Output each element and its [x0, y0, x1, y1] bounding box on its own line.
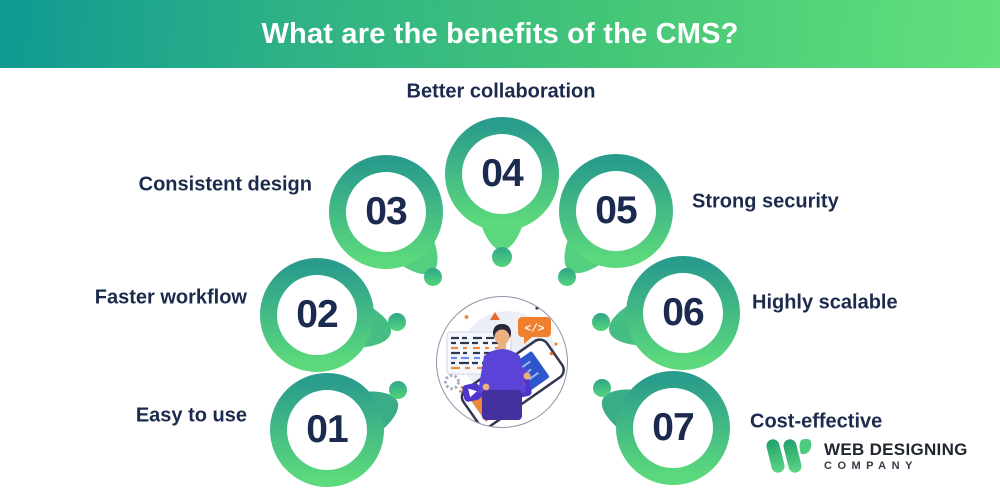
benefit-number: 06	[662, 291, 704, 334]
w-logo-icon	[766, 438, 812, 473]
benefit-pin-02: 02	[237, 235, 397, 395]
benefit-pin-05: 05	[536, 131, 696, 291]
code-bubble-icon: </>	[518, 317, 551, 344]
benefit-number: 03	[365, 190, 407, 233]
play-button-icon	[462, 383, 481, 402]
connector-dot-02	[388, 313, 406, 331]
logo-name: WEB DESIGNING	[824, 440, 968, 460]
benefit-number: 07	[652, 406, 694, 449]
pin-icon	[559, 154, 673, 274]
connector-dot-07	[593, 379, 611, 397]
benefit-number: 05	[595, 189, 637, 232]
benefit-label-faster-workflow: Faster workflow	[94, 286, 247, 309]
benefit-number: 01	[306, 408, 348, 451]
connector-dot-06	[592, 313, 610, 331]
benefit-pin-06: 06	[603, 233, 763, 393]
pin-icon	[329, 155, 443, 275]
benefit-label-highly-scalable: Highly scalable	[752, 291, 898, 314]
benefit-pin-03: 03	[306, 132, 466, 292]
benefit-pin-01: 01	[247, 350, 407, 500]
benefit-pin-04: 04	[422, 94, 582, 254]
company-logo: WEB DESIGNING COMPANY	[763, 436, 968, 478]
connector-dot-04	[492, 247, 512, 267]
benefit-label-strong-security: Strong security	[692, 190, 839, 213]
benefit-label-consistent-design: Consistent design	[138, 173, 312, 196]
page-title: What are the benefits of the CMS?	[261, 17, 739, 50]
pin-icon	[601, 371, 730, 485]
svg-text:</>: </>	[525, 324, 545, 336]
pin-icon	[445, 117, 559, 250]
person	[478, 324, 531, 420]
benefit-label-better-collaboration: Better collaboration	[406, 80, 596, 103]
benefit-label-cost-effective: Cost-effective	[750, 410, 883, 433]
gear-icon	[444, 374, 460, 390]
connector-dot-01	[389, 381, 407, 399]
benefit-number: 02	[296, 293, 338, 336]
benefit-label-easy-to-use: Easy to use	[135, 404, 247, 427]
connector-dot-05	[558, 268, 576, 286]
benefit-number: 04	[481, 152, 523, 195]
header-banner: What are the benefits of the CMS?	[0, 0, 1000, 68]
logo-subname: COMPANY	[824, 460, 918, 473]
benefit-pin-07: 07	[593, 348, 753, 500]
pin-icon	[270, 373, 399, 487]
developer-illustration: </>	[436, 296, 568, 428]
triangle-accent	[490, 312, 500, 320]
pin-icon	[260, 258, 391, 372]
pin-icon	[609, 256, 740, 370]
connector-dot-03	[424, 268, 442, 286]
